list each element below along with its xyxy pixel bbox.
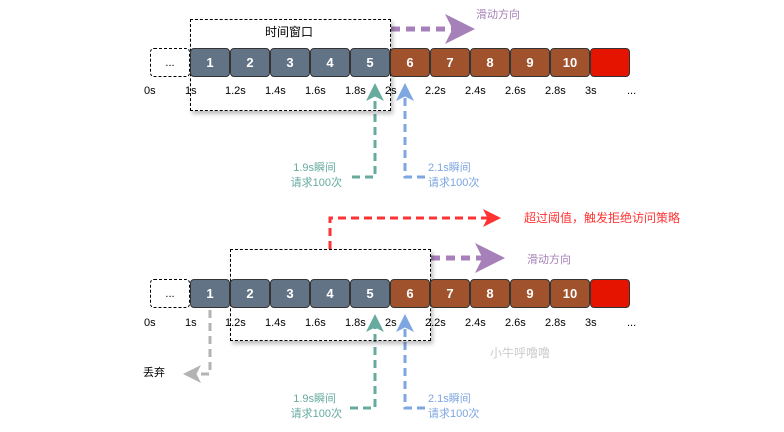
slide-label-bottom: 滑动方向 [527, 254, 571, 266]
discard-label: 丢弃 [143, 367, 165, 379]
tick-label: 1s [185, 85, 197, 97]
watermark: 小牛呼噜噜 [490, 346, 551, 360]
tick-label: 2.2s [425, 85, 446, 97]
blue-note-line2: 请求100次 [428, 408, 480, 420]
green-arrow-bottom [350, 314, 384, 410]
tick-label: 1.8s [345, 317, 366, 329]
tick-label: 0s [144, 317, 156, 329]
tick-label: 2.8s [545, 85, 566, 97]
tick-label: 2.6s [505, 85, 526, 97]
tick-label: 0s [144, 85, 156, 97]
time-slot-3: 3 [270, 279, 310, 308]
time-slot-5: 5 [350, 279, 390, 308]
time-slot-2: 2 [230, 48, 270, 77]
reject-label: 超过阈值，触发拒绝访问策略 [524, 211, 681, 225]
window-label: 时间窗口 [265, 25, 314, 39]
tick-label: ... [627, 85, 637, 97]
time-slot-1: 1 [190, 48, 230, 77]
time-slot-6: 6 [390, 279, 430, 308]
time-slot-8: 8 [470, 279, 510, 308]
blue-arrow-bottom [396, 314, 425, 410]
tick-label: 3s [585, 85, 597, 97]
tick-label: 2s [385, 317, 397, 329]
blue-note-line2: 请求100次 [428, 177, 480, 189]
time-slot-7: 7 [430, 279, 470, 308]
green-note-line1: 1.9s瞬间 [293, 393, 336, 405]
tick-label: 1.6s [305, 317, 326, 329]
time-slot-7: 7 [430, 48, 470, 77]
tick-label: 1.8s [345, 85, 366, 97]
green-note-line1: 1.9s瞬间 [293, 162, 336, 174]
time-slot-4: 4 [310, 48, 350, 77]
time-slot-10: 10 [550, 48, 590, 77]
green-note-line2: 请求100次 [290, 408, 342, 420]
tick-label: 2.6s [505, 317, 526, 329]
tick-label: 1.4s [265, 317, 286, 329]
green-arrow-top [352, 83, 384, 179]
time-slot-3: 3 [270, 48, 310, 77]
tick-label: 1.2s [225, 317, 246, 329]
time-slot-9: 9 [510, 279, 550, 308]
tick-label: 2s [385, 85, 397, 97]
tick-label: ... [627, 317, 637, 329]
overflow-slot [590, 48, 630, 77]
tick-label: 1.4s [265, 85, 286, 97]
tick-label: 2.4s [465, 85, 486, 97]
tick-label: 1.2s [225, 85, 246, 97]
ellipsis-cell: ... [150, 48, 190, 77]
blue-note-line1: 2.1s瞬间 [428, 162, 471, 174]
time-slot-6: 6 [390, 48, 430, 77]
overflow-slot [590, 279, 630, 308]
time-slot-5: 5 [350, 48, 390, 77]
slide-label-top: 滑动方向 [476, 9, 520, 21]
reject-arrow [328, 209, 501, 249]
blue-note-line1: 2.1s瞬间 [428, 393, 471, 405]
time-slot-2: 2 [230, 279, 270, 308]
tick-label: 1s [185, 317, 197, 329]
tick-label: 2.2s [425, 317, 446, 329]
ellipsis-cell: ... [150, 279, 190, 308]
time-slot-4: 4 [310, 279, 350, 308]
time-slot-9: 9 [510, 48, 550, 77]
tick-label: 1.6s [305, 85, 326, 97]
tick-label: 2.4s [465, 317, 486, 329]
blue-arrow-top [396, 83, 425, 179]
time-slot-8: 8 [470, 48, 510, 77]
tick-label: 2.8s [545, 317, 566, 329]
time-slot-1: 1 [190, 279, 230, 308]
tick-label: 3s [585, 317, 597, 329]
green-note-line2: 请求100次 [290, 177, 342, 189]
time-slot-10: 10 [550, 279, 590, 308]
